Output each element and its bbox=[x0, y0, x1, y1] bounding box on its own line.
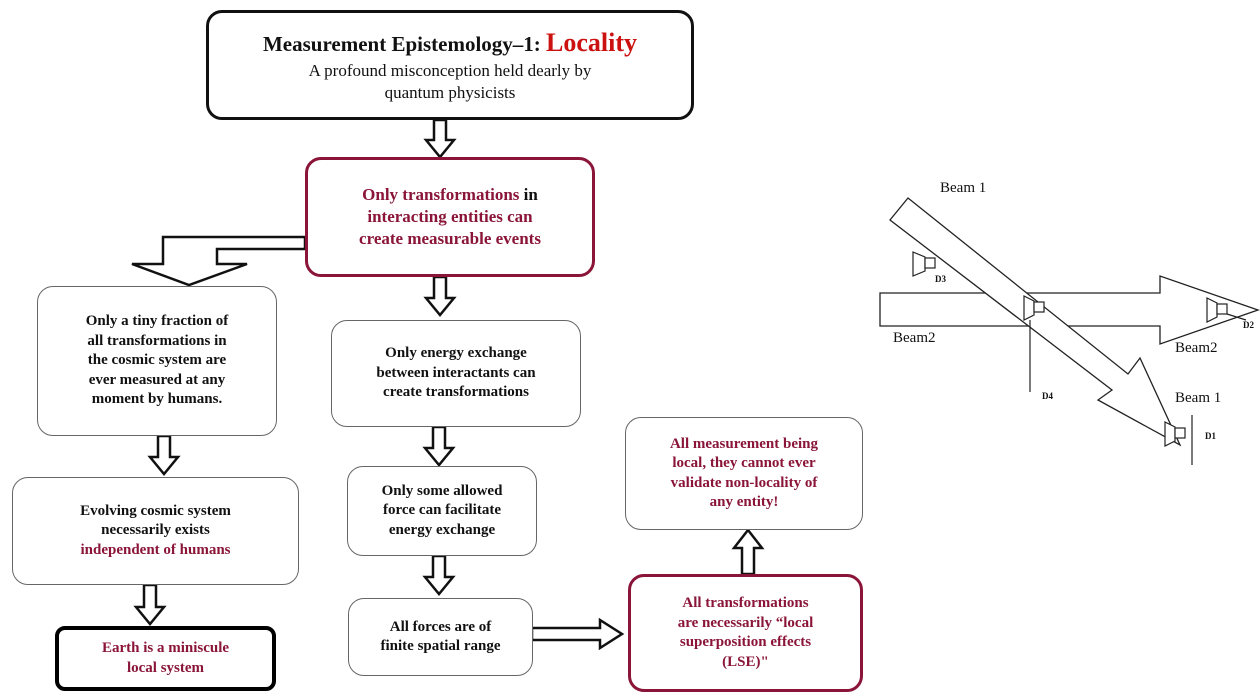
title-heading: Measurement Epistemology–1: bbox=[262, 32, 541, 56]
beam2-right-label: Beam2 bbox=[1175, 340, 1218, 356]
subtitle-line2: quantum physicists bbox=[384, 82, 516, 102]
left-box-1-line: ever measured at any bbox=[88, 371, 226, 388]
conclusion-line: any entity! bbox=[709, 494, 779, 510]
left-box-1-line: all transformations in bbox=[87, 332, 227, 349]
detector-d1-icon bbox=[1164, 415, 1193, 465]
middle-box-2-line: Only some allowed bbox=[381, 482, 503, 499]
beam2-left-label: Beam2 bbox=[893, 330, 936, 346]
title-box: Measurement Epistemology–1: Locality A p… bbox=[206, 10, 694, 120]
left-box-2-line2: necessarily exists bbox=[101, 522, 210, 539]
detector-d4-icon bbox=[1023, 295, 1045, 392]
left-box-1-line: moment by humans. bbox=[91, 391, 223, 408]
center-line3: create measurable events bbox=[359, 229, 541, 249]
arrow-left2-to-left3 bbox=[133, 583, 167, 626]
left-box-3: Earth is a miniscule local system bbox=[55, 626, 276, 691]
detector-d3-label: D3 bbox=[935, 274, 946, 284]
conclusion-line: local, they cannot ever bbox=[672, 455, 816, 471]
lse-box-line: (LSE)" bbox=[722, 653, 769, 670]
subtitle-line1: A profound misconception held dearly by bbox=[308, 60, 592, 80]
middle-box-1-line: Only energy exchange bbox=[385, 345, 527, 362]
center-line2: interacting entities can bbox=[367, 206, 533, 226]
conclusion-line: All measurement being bbox=[669, 435, 819, 452]
beam1-top-label: Beam 1 bbox=[940, 180, 987, 196]
arrow-center-to-energy bbox=[423, 275, 457, 317]
lse-box-line: superposition effects bbox=[679, 634, 812, 650]
beam-diagram bbox=[879, 197, 1260, 465]
beam1-arrow bbox=[889, 197, 1182, 447]
arrow-left1-to-left2 bbox=[147, 434, 181, 476]
conclusion-line: validate non-locality of bbox=[670, 474, 818, 491]
middle-box-1-line: create transformations bbox=[383, 384, 529, 401]
left-box-2-line1: Evolving cosmic system bbox=[80, 502, 231, 519]
middle-box-2: Only some allowed force can facilitate e… bbox=[347, 466, 537, 556]
beam2-arrow bbox=[879, 275, 1260, 345]
center-box: Only transformations in interacting enti… bbox=[305, 157, 595, 277]
left-box-3-line: local system bbox=[126, 659, 205, 676]
arrow-forces-to-lse bbox=[530, 617, 625, 651]
arrow-title-to-center bbox=[423, 118, 457, 159]
left-box-1-line: Only a tiny fraction of bbox=[85, 313, 229, 330]
arrow-lse-to-conclusion bbox=[731, 527, 765, 576]
title-highlight: Locality bbox=[546, 28, 638, 57]
lse-box-line: are necessarily “local bbox=[677, 614, 814, 631]
detector-d1-label: D1 bbox=[1205, 431, 1216, 441]
middle-box-3-line: All forces are of bbox=[389, 618, 492, 635]
left-box-1: Only a tiny fraction of all transformati… bbox=[37, 286, 277, 436]
middle-box-3-line: finite spatial range bbox=[380, 638, 501, 654]
beam1-bottom-label: Beam 1 bbox=[1175, 390, 1222, 406]
detector-d3-icon bbox=[912, 251, 936, 277]
detector-d4-label: D4 bbox=[1042, 391, 1053, 401]
detector-d2-icon bbox=[1206, 297, 1247, 323]
middle-box-2-line: force can facilitate bbox=[382, 502, 501, 519]
middle-box-3: All forces are of finite spatial range bbox=[348, 598, 533, 676]
lse-box: All transformations are necessarily “loc… bbox=[628, 574, 863, 692]
middle-box-2-line: energy exchange bbox=[388, 521, 496, 538]
middle-box-1-line: between interactants can bbox=[376, 364, 536, 381]
left-box-2-line3: independent of humans bbox=[80, 541, 231, 558]
center-line1-highlight: Only transformations bbox=[362, 184, 520, 204]
lse-box-line: All transformations bbox=[682, 595, 809, 611]
center-line1: Only transformations in bbox=[362, 184, 538, 206]
left-box-2: Evolving cosmic system necessarily exist… bbox=[12, 477, 299, 585]
arrow-mid1-to-mid2 bbox=[422, 425, 456, 467]
arrow-mid2-to-mid3 bbox=[422, 554, 456, 596]
detector-d2-label: D2 bbox=[1243, 320, 1254, 330]
conclusion-box: All measurement being local, they cannot… bbox=[625, 417, 863, 530]
left-box-3-line: Earth is a miniscule bbox=[101, 640, 230, 656]
arrow-center-to-left bbox=[131, 235, 307, 287]
page-title: Measurement Epistemology–1: Locality bbox=[263, 26, 637, 60]
middle-box-1: Only energy exchange between interactant… bbox=[331, 320, 581, 427]
center-line1-rest: in bbox=[519, 184, 538, 204]
left-box-1-line: the cosmic system are bbox=[87, 352, 227, 369]
